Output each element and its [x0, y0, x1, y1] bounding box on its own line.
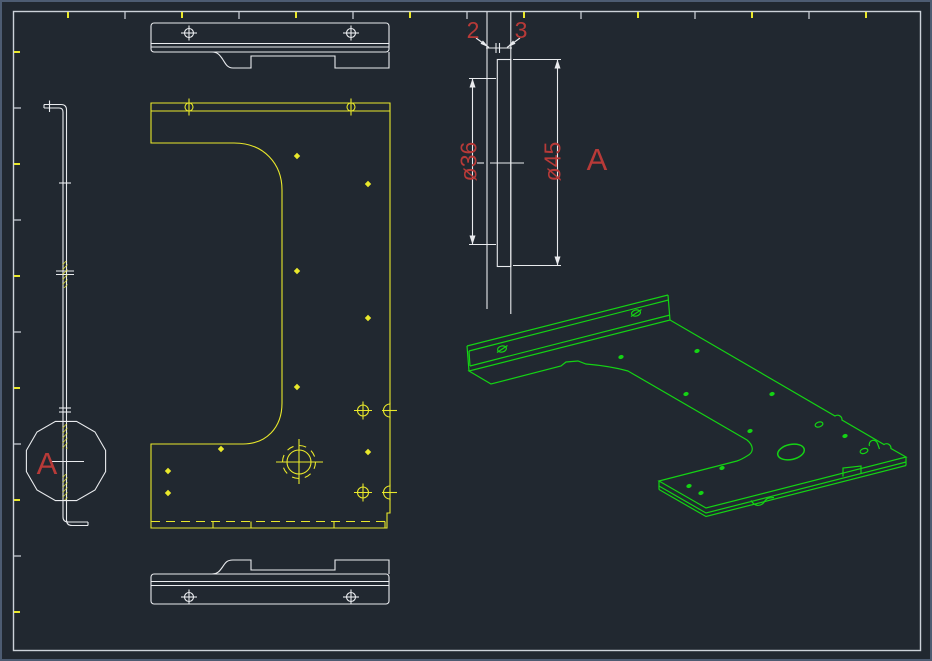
section-detail[interactable]: 2 3 ø36 ø45 A — [456, 12, 608, 314]
crosshair-holes — [354, 401, 397, 502]
hole-crosshair — [181, 25, 359, 41]
dim-dia-inner[interactable]: ø36 — [456, 142, 482, 182]
iso-view-green[interactable] — [466, 294, 908, 518]
top-view[interactable] — [150, 22, 390, 69]
iso-small-holes — [618, 348, 848, 496]
drawing-frame — [12, 10, 922, 652]
iso-thickness-band — [658, 457, 907, 518]
section-label[interactable]: A — [587, 142, 608, 177]
detail-label[interactable]: A — [37, 446, 58, 481]
center-hole — [276, 439, 323, 484]
dim-thickness-left[interactable]: 2 — [467, 17, 480, 43]
iso-flange — [466, 294, 671, 372]
side-view[interactable] — [43, 100, 89, 527]
bottom-view[interactable] — [150, 559, 390, 605]
dim-arrows — [469, 40, 561, 266]
iso-outline-holes — [776, 421, 881, 461]
ruler-ticks — [14, 12, 867, 613]
detail-circle[interactable]: A — [25, 420, 107, 502]
dim-thickness-right[interactable]: 3 — [515, 17, 528, 43]
dim-dia-outer[interactable]: ø45 — [540, 142, 566, 182]
hole-crosshair — [181, 589, 359, 605]
section-hatch — [62, 261, 68, 501]
small-holes — [164, 152, 372, 497]
front-view-yellow[interactable] — [150, 98, 397, 529]
